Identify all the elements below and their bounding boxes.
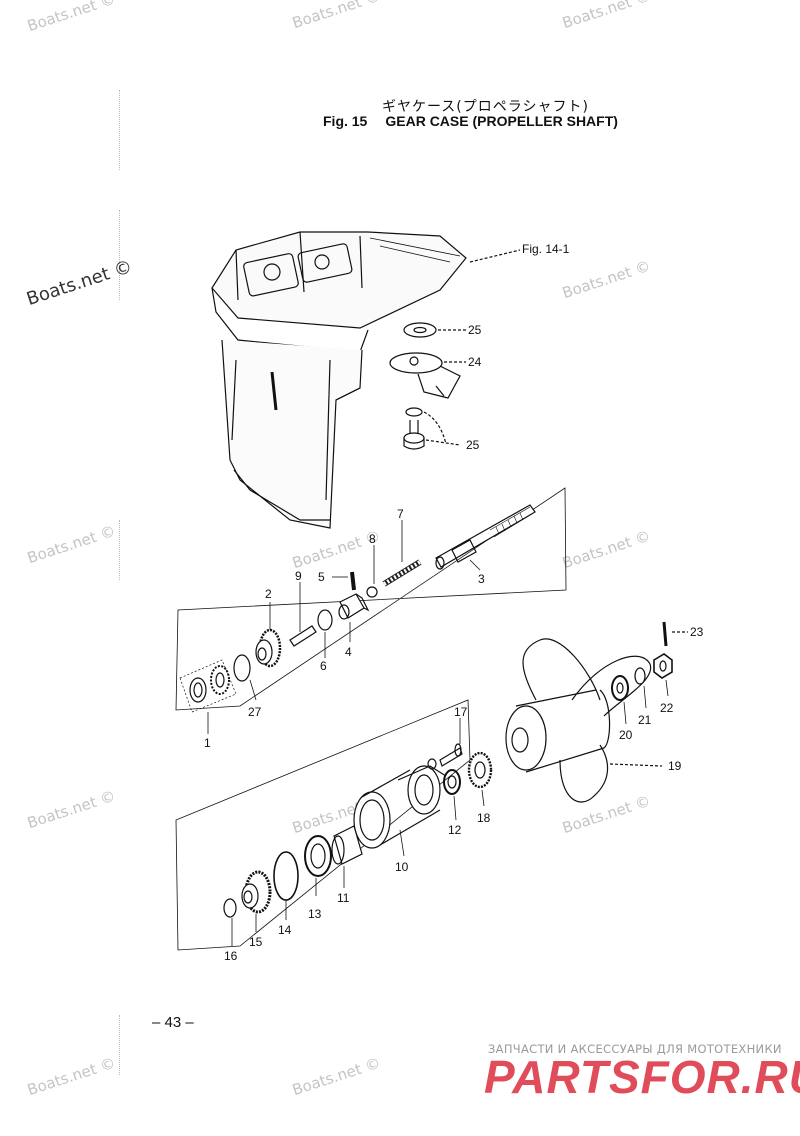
page-number: – 43 – — [152, 1014, 194, 1031]
callout-1: 1 — [204, 736, 211, 750]
figure-caption: GEAR CASE (PROPELLER SHAFT) — [385, 113, 618, 129]
callout-16: 16 — [224, 949, 238, 963]
part-27-shim[interactable] — [233, 654, 251, 682]
part-23-cotter-pin[interactable] — [662, 621, 668, 647]
callout-13: 13 — [308, 907, 322, 921]
part-22-nut[interactable] — [653, 653, 673, 679]
callout-12: 12 — [448, 823, 462, 837]
callout-27: 27 — [248, 705, 262, 719]
part-20-spacer[interactable] — [611, 675, 629, 701]
part-14-o-ring[interactable] — [273, 851, 299, 901]
callout-22: 22 — [660, 701, 674, 715]
part-12-oil-seal[interactable] — [443, 769, 461, 795]
title-japanese: ギヤケース(プロペラシャフト) — [382, 99, 589, 115]
footer-logo[interactable]: PARTSFOR.RU — [484, 1051, 800, 1103]
part-17-bolt[interactable] — [427, 743, 463, 770]
callout-10: 10 — [395, 860, 409, 874]
part-13-bearing[interactable] — [304, 835, 332, 877]
callout-7: 7 — [397, 507, 404, 521]
part-9-pin[interactable] — [289, 625, 317, 647]
part-19-propeller[interactable] — [505, 638, 652, 803]
callout-15: 15 — [249, 935, 263, 949]
callout-20: 20 — [619, 728, 633, 742]
margin-line — [119, 90, 120, 170]
margin-line — [119, 1015, 120, 1075]
callout-23: 23 — [690, 625, 704, 639]
callout-8: 8 — [369, 532, 376, 546]
callout-9: 9 — [295, 569, 302, 583]
callout-17: 17 — [454, 705, 468, 719]
callout-4: 4 — [345, 645, 352, 659]
margin-line — [119, 520, 120, 580]
figure-number: Fig. 15 — [323, 113, 368, 129]
callout-14: 14 — [278, 923, 292, 937]
margin-line — [119, 210, 120, 300]
part-8-ball[interactable] — [366, 586, 378, 598]
part-5-pin[interactable] — [350, 571, 356, 591]
part-3-propeller-shaft[interactable] — [435, 504, 536, 570]
part-26-bolt[interactable] — [403, 407, 425, 450]
callout-2: 2 — [265, 587, 272, 601]
callout-5: 5 — [318, 570, 325, 584]
part-24-trim-tab[interactable] — [389, 352, 461, 399]
part-2-forward-gear[interactable] — [255, 628, 282, 668]
part-11-needle-bearing[interactable] — [331, 825, 363, 865]
part-15-reverse-gear[interactable] — [241, 870, 272, 914]
part-7-spring[interactable] — [382, 559, 422, 587]
part-16-washer[interactable] — [223, 898, 237, 918]
reference-label: Fig. 14-1 — [522, 242, 570, 256]
callout-6: 6 — [320, 659, 327, 673]
part-21-washer[interactable] — [634, 667, 646, 685]
callout-18: 18 — [477, 811, 491, 825]
figure-title: Fig. 15 GEAR CASE (PROPELLER SHAFT) — [323, 113, 618, 129]
callout-24: 24 — [468, 355, 482, 369]
callout-26: 25 — [466, 438, 480, 452]
callout-11: 11 — [337, 891, 350, 905]
callout-21: 21 — [638, 713, 652, 727]
part-18-oil-seal[interactable] — [467, 751, 493, 789]
part-25-washer[interactable] — [403, 322, 437, 338]
callout-19: 19 — [668, 759, 682, 773]
part-1-bearing[interactable] — [179, 659, 237, 713]
gear-case-housing[interactable] — [211, 231, 467, 529]
callout-25: 25 — [468, 323, 482, 337]
callout-3: 3 — [478, 572, 485, 586]
footer-tagline: ЗАПЧАСТИ И АКСЕССУАРЫ ДЛЯ МОТОТЕХНИКИ — [488, 1042, 782, 1056]
part-4-clutch[interactable] — [338, 593, 370, 620]
part-10-bearing-housing[interactable] — [353, 765, 447, 849]
part-6-ring[interactable] — [317, 609, 333, 631]
